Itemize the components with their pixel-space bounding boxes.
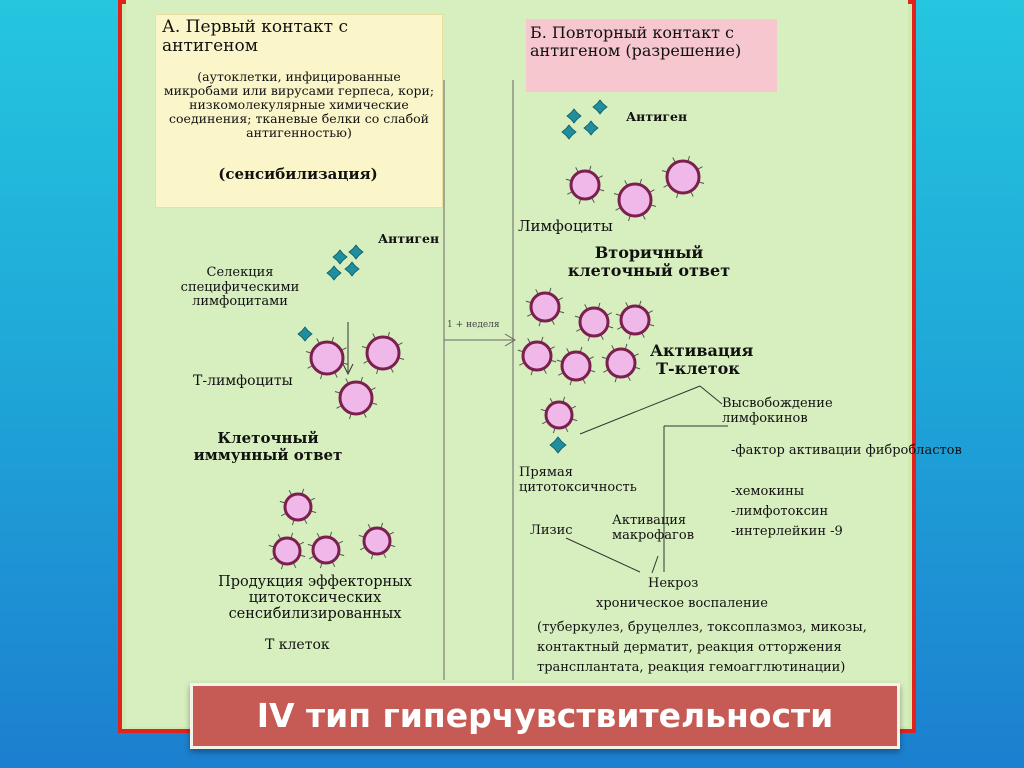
left-antigen-label: Антиген xyxy=(378,231,440,246)
antigen-marker xyxy=(332,249,348,265)
macrophage-activation-label: Активация макрофагов xyxy=(612,513,695,543)
lymphocyte-cell xyxy=(268,532,306,570)
lymphokine-1: -фактор активации фибробластов xyxy=(731,443,962,458)
antigen-marker xyxy=(326,265,342,281)
cytotoxicity-label: Прямая цитотоксичность xyxy=(519,465,637,495)
chronic-inflammation-label: хроническое воспаление xyxy=(596,596,768,611)
lymphocyte-cell xyxy=(334,376,378,420)
connector-lines xyxy=(342,322,728,574)
sensitization-label: (сенсибилизация) xyxy=(218,165,378,183)
lysis-label: Лизис xyxy=(530,523,573,538)
lymphocyte-cells xyxy=(268,155,705,570)
antigen-marker xyxy=(561,124,577,140)
antigen-marker xyxy=(297,326,313,342)
first-contact-note: (аутоклетки, инфицированные микробами ил… xyxy=(163,69,435,140)
antigen-marker xyxy=(566,108,582,124)
repeat-contact-title: Б. Повторный контакт с антигеном (разреш… xyxy=(530,23,742,60)
lymphocytes-label: Лимфоциты xyxy=(518,217,613,235)
t-lymphocytes-label: Т-лимфоциты xyxy=(193,373,293,389)
secondary-response-label: Вторичный клеточный ответ xyxy=(567,243,731,280)
lymphocyte-cell xyxy=(525,287,565,327)
t-cell-activation-label: Активация Т-клеток xyxy=(650,341,754,378)
selection-label: Селекция специфическими лимфоцитами xyxy=(180,265,300,310)
antigen-marker xyxy=(344,261,360,277)
lymphocyte-cell xyxy=(279,488,317,526)
antigen-marker xyxy=(592,99,608,115)
lymphocyte-cell xyxy=(661,155,705,199)
first-contact-title: А. Первый контакт с антигеном xyxy=(162,17,348,56)
lymphocyte-cell xyxy=(601,343,641,383)
effector-production-label: Продукция эффекторных цитотоксических се… xyxy=(218,574,412,623)
lymphocyte-cell xyxy=(540,396,578,434)
cell-immune-response-label: Клеточный иммунный ответ xyxy=(193,429,343,464)
antigen-marker xyxy=(583,120,599,136)
right-antigen-label: Антиген xyxy=(626,109,688,124)
antigen-markers xyxy=(297,99,608,454)
lymphocyte-cell xyxy=(556,346,596,386)
timeline-label: 1 + неделя xyxy=(447,320,500,330)
lymphocyte-cell xyxy=(361,331,405,375)
lymphocyte-cell xyxy=(305,336,349,380)
lymphokine-2: -хемокины xyxy=(731,484,805,499)
lymphokine-4: -интерлейкин -9 xyxy=(731,524,843,539)
first-contact-box xyxy=(155,14,443,208)
antigen-marker xyxy=(348,244,364,260)
lymphocyte-cell xyxy=(613,178,657,222)
lymphocyte-cell xyxy=(517,336,557,376)
lymphocyte-cell xyxy=(307,531,345,569)
hypersensitivity-title-banner: IV тип гиперчувствительности xyxy=(190,683,900,749)
repeat-contact-box xyxy=(526,19,777,92)
lymphokine-release-label: Высвобождение лимфокинов xyxy=(722,396,833,426)
lymphocyte-cell xyxy=(615,300,655,340)
lymphocyte-cell xyxy=(358,522,396,560)
lymphokine-3: -лимфотоксин xyxy=(731,504,829,519)
lymphocyte-cell xyxy=(574,302,614,342)
lymphocyte-cell xyxy=(565,165,605,205)
antigen-marker xyxy=(549,436,567,454)
necrosis-label: Некроз xyxy=(648,576,699,591)
diseases-label: (туберкулез, бруцеллез, токсоплазмоз, ми… xyxy=(537,620,867,676)
divider-line xyxy=(443,80,516,680)
t-cells-label: Т клеток xyxy=(265,637,330,653)
